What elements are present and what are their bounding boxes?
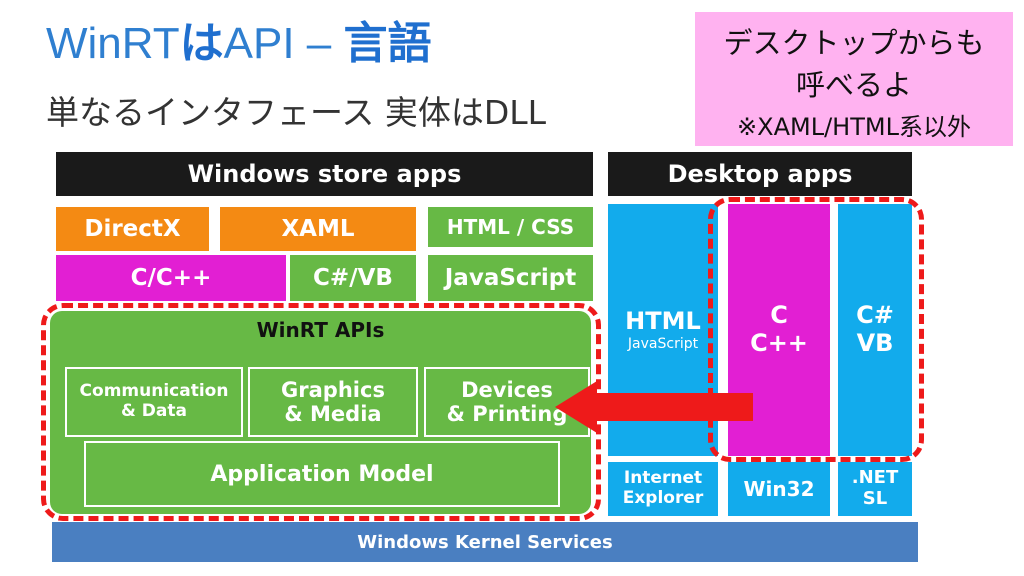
net-label: .NET (851, 467, 899, 489)
winrt-apis-panel (50, 311, 591, 514)
desktop-apps-header: Desktop apps (608, 152, 912, 196)
page-subtitle: 単なるインタフェース 実体はDLL (46, 93, 547, 132)
internet-explorer-box: Internet Explorer (608, 462, 718, 516)
title-part-language: 言語 (343, 19, 432, 68)
callout-line-1: デスクトップからも (723, 26, 985, 60)
csvb-store-box: C#/VB (290, 255, 416, 301)
communication-label: Communication (79, 381, 229, 402)
callout-box: デスクトップからも 呼べるよ ※XAML/HTML系以外 (695, 12, 1013, 146)
data-label: & Data (121, 401, 187, 421)
html-css-box: HTML / CSS (428, 207, 593, 247)
explorer-label: Explorer (622, 488, 704, 508)
winrt-dashed-highlight (41, 303, 601, 521)
javascript-store-box: JavaScript (428, 255, 593, 301)
xaml-box: XAML (220, 207, 416, 251)
cpp-store-box: C/C++ (56, 255, 286, 301)
windows-kernel-services-bar: Windows Kernel Services (52, 522, 918, 562)
internet-label: Internet (623, 468, 703, 489)
vb-label: VB (856, 329, 894, 357)
graphics-media-box: Graphics & Media (248, 367, 418, 437)
directx-box: DirectX (56, 207, 209, 251)
application-model-box: Application Model (84, 441, 560, 507)
net-sl-box: .NET SL (838, 462, 912, 516)
page-title: WinRTはAPI – 言語 (46, 14, 431, 74)
c-label: C (770, 301, 788, 330)
red-arrow-icon (555, 381, 753, 433)
communication-data-box: Communication & Data (65, 367, 243, 437)
desktop-languages-dashed-highlight (708, 197, 924, 462)
title-part-api: API – (223, 19, 344, 68)
title-part-ha: は (179, 19, 224, 68)
graphics-label: Graphics (281, 377, 385, 402)
javascript-desktop-label: JavaScript (627, 335, 699, 352)
callout-line-3: ※XAML/HTML系以外 (737, 113, 971, 141)
html-desktop-label: HTML (625, 307, 701, 336)
cpp-desktop-label: C++ (750, 329, 808, 357)
sl-label: SL (862, 488, 888, 509)
printing-label: & Printing (446, 402, 568, 426)
media-label: & Media (284, 402, 382, 426)
winrt-apis-title: WinRT APIs (256, 318, 385, 342)
devices-label: Devices (461, 377, 553, 402)
store-apps-header: Windows store apps (56, 152, 593, 196)
callout-line-2: 呼べるよ (795, 68, 912, 102)
cs-label: C# (856, 301, 894, 330)
win32-box: Win32 (728, 462, 830, 516)
title-part-winrt: WinRT (46, 19, 180, 68)
cs-vb-desktop-box: C# VB (838, 204, 912, 456)
devices-printing-box: Devices & Printing (424, 367, 590, 437)
